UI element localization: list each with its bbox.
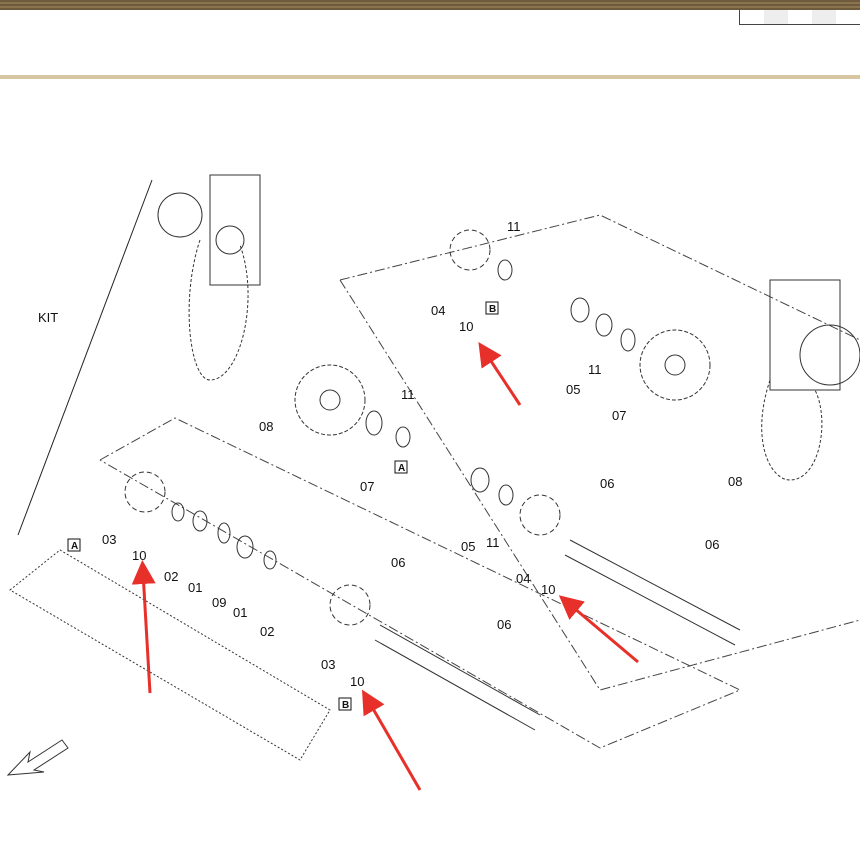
top-border-bar bbox=[0, 0, 860, 10]
callout-label: 02 bbox=[164, 569, 178, 584]
ref-box-label: A bbox=[398, 463, 405, 474]
ref-box: B bbox=[485, 301, 499, 315]
motor-left bbox=[157, 174, 261, 381]
ref-box-label: B bbox=[489, 304, 496, 315]
group-outline bbox=[339, 214, 860, 341]
ref-box-label: B bbox=[342, 700, 349, 711]
callouts: 08 11 07 04 10 11 05 11 07 08 03 10 02 0… bbox=[102, 219, 742, 689]
kit-bracket-line bbox=[17, 179, 153, 536]
callout-label: 02 bbox=[260, 624, 274, 639]
callout-label: 03 bbox=[102, 532, 116, 547]
callout-label: 06 bbox=[391, 555, 405, 570]
callout-label: 10 bbox=[459, 319, 473, 334]
callout-label: 07 bbox=[360, 479, 374, 494]
callout-label: 06 bbox=[600, 476, 614, 491]
callout-label: 07 bbox=[612, 408, 626, 423]
tab[interactable] bbox=[764, 10, 788, 24]
header-divider bbox=[0, 75, 860, 79]
ref-box-label: A bbox=[71, 541, 78, 552]
washers-bearings bbox=[171, 259, 636, 570]
callout-label: 10 bbox=[132, 548, 146, 563]
red-arrow bbox=[478, 341, 522, 406]
callout-label: 10 bbox=[541, 582, 555, 597]
callout-label: 08 bbox=[728, 474, 742, 489]
callout-label: 09 bbox=[212, 595, 226, 610]
shafts bbox=[9, 539, 741, 761]
ref-box: A bbox=[394, 460, 408, 474]
red-annotation-arrows bbox=[131, 341, 639, 791]
callout-label: 05 bbox=[566, 382, 580, 397]
ref-box: A bbox=[67, 538, 81, 552]
red-arrow bbox=[558, 595, 639, 664]
red-arrow bbox=[361, 689, 422, 791]
callout-label: 04 bbox=[431, 303, 445, 318]
window-tabs bbox=[739, 10, 860, 25]
callout-label: 08 bbox=[259, 419, 273, 434]
callout-label: 01 bbox=[188, 580, 202, 595]
motor-right bbox=[761, 279, 860, 481]
callout-label: 05 bbox=[461, 539, 475, 554]
callout-label: 10 bbox=[350, 674, 364, 689]
callout-label: 01 bbox=[233, 605, 247, 620]
group-outline bbox=[99, 417, 742, 749]
direction-arrow-icon bbox=[6, 739, 69, 776]
sprocket-small bbox=[124, 229, 561, 626]
ref-box: B bbox=[338, 697, 352, 711]
callout-label: 11 bbox=[486, 535, 500, 550]
callout-label: 11 bbox=[507, 219, 521, 234]
callout-label: 11 bbox=[401, 387, 415, 402]
tab[interactable] bbox=[812, 10, 836, 24]
callout-label: 03 bbox=[321, 657, 335, 672]
callout-label: 06 bbox=[705, 537, 719, 552]
callout-label: 11 bbox=[588, 362, 602, 377]
red-arrow bbox=[131, 560, 156, 694]
sprocket-large bbox=[639, 329, 711, 401]
kit-label: KIT bbox=[38, 310, 58, 325]
callout-label: 04 bbox=[516, 571, 530, 586]
callout-label: 06 bbox=[497, 617, 511, 632]
sprocket-large bbox=[294, 364, 366, 436]
